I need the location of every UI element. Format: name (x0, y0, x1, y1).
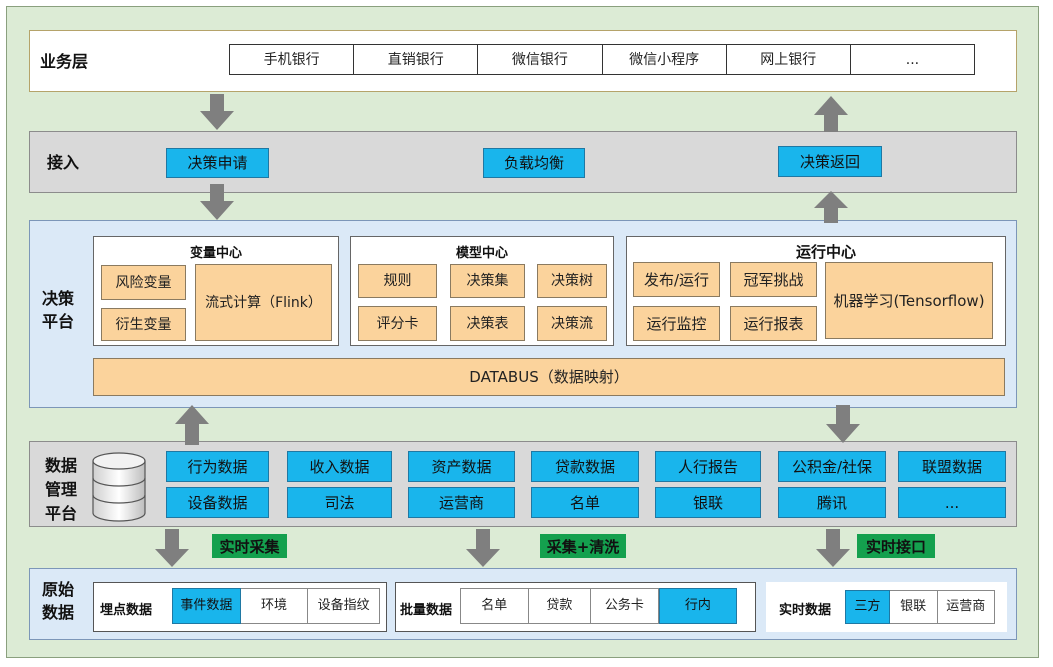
realtime-third-party: 三方 (845, 590, 890, 624)
channel-direct-bank: 直销银行 (354, 44, 479, 75)
champion-challenge: 冠军挑战 (730, 262, 817, 297)
arrow-down-icon (200, 184, 234, 220)
run-center-title: 运行中心 (795, 243, 856, 261)
tracking-environment: 环境 (240, 588, 309, 624)
model-decision-tree: 决策树 (537, 264, 607, 298)
data-alliance: 联盟数据 (898, 451, 1006, 482)
batch-list: 名单 (460, 588, 529, 624)
channel-wechat-miniprogram: 微信小程序 (602, 44, 727, 75)
data-assets: 资产数据 (408, 451, 515, 482)
data-list: 名单 (531, 487, 639, 518)
machine-learning: 机器学习(Tensorflow) (825, 262, 993, 339)
tracking-data-items: 事件数据 环境 设备指纹 (172, 588, 380, 624)
batch-data-title: 批量数据 (400, 603, 453, 618)
derived-variable: 衍生变量 (101, 308, 186, 341)
raw-data-label-1: 原始 (42, 580, 75, 599)
channel-more: ... (850, 44, 976, 75)
batch-in-bank: 行内 (658, 588, 738, 624)
channel-wechat-bank: 微信银行 (478, 44, 603, 75)
data-mgmt-label-1: 数据 (45, 456, 78, 475)
link-realtime-collect: 实时采集 (212, 534, 287, 558)
model-decision-table: 决策表 (450, 306, 525, 341)
arrow-down-icon (816, 529, 850, 567)
model-rule: 规则 (358, 264, 437, 298)
realtime-data-title: 实时数据 (779, 603, 832, 618)
batch-loan: 贷款 (528, 588, 592, 624)
channel-online-bank: 网上银行 (726, 44, 851, 75)
batch-official-card: 公务卡 (591, 588, 659, 624)
model-decision-set: 决策集 (450, 264, 525, 298)
batch-data-items: 名单 贷款 公务卡 行内 (460, 588, 738, 624)
tracking-event-data: 事件数据 (172, 588, 241, 624)
business-layer-label: 业务层 (40, 52, 89, 71)
link-collect-clean: 采集+清洗 (540, 534, 626, 558)
realtime-unionpay: 银联 (889, 590, 938, 624)
tracking-device-fingerprint: 设备指纹 (308, 588, 380, 624)
data-loan: 贷款数据 (531, 451, 639, 482)
data-more: ... (898, 487, 1006, 518)
model-center-title: 模型中心 (455, 246, 508, 261)
risk-variable: 风险变量 (101, 265, 186, 300)
arrow-down-icon (155, 529, 189, 567)
arrow-up-icon (175, 405, 209, 445)
data-pboc-report: 人行报告 (655, 451, 761, 482)
realtime-data-items: 三方 银联 运营商 (845, 590, 995, 624)
data-unionpay: 银联 (655, 487, 761, 518)
data-housing-fund: 公积金/社保 (778, 451, 886, 482)
data-judicial: 司法 (287, 487, 392, 518)
arrow-down-icon (826, 405, 860, 443)
raw-data-label-2: 数据 (42, 603, 75, 622)
model-scorecard: 评分卡 (358, 306, 437, 341)
publish-run: 发布/运行 (633, 262, 720, 297)
link-realtime-api: 实时接口 (857, 534, 935, 558)
data-tencent: 腾讯 (778, 487, 886, 518)
model-decision-flow: 决策流 (537, 306, 607, 341)
data-income: 收入数据 (287, 451, 392, 482)
data-behavior: 行为数据 (166, 451, 269, 482)
data-carrier: 运营商 (408, 487, 515, 518)
load-balance: 负载均衡 (483, 148, 585, 178)
database-icon (92, 452, 146, 522)
data-mgmt-label-2: 管理 (45, 480, 78, 499)
stream-computing: 流式计算（Flink） (195, 264, 332, 341)
data-device: 设备数据 (166, 487, 269, 518)
channel-mobile-bank: 手机银行 (229, 44, 355, 75)
run-monitor: 运行监控 (633, 306, 720, 341)
channel-row: 手机银行 直销银行 微信银行 微信小程序 网上银行 ... (229, 44, 976, 75)
decision-return: 决策返回 (778, 146, 882, 177)
arrow-down-icon (200, 94, 234, 130)
variable-center-title: 变量中心 (189, 246, 242, 261)
decision-platform-label-1: 决策 (42, 289, 75, 308)
arrow-down-icon (466, 529, 500, 567)
decision-platform-label-2: 平台 (42, 312, 75, 331)
realtime-carrier: 运营商 (937, 590, 995, 624)
databus: DATABUS（数据映射） (93, 358, 1005, 396)
tracking-data-title: 埋点数据 (100, 603, 153, 618)
access-layer-label: 接入 (47, 153, 80, 172)
run-report: 运行报表 (730, 306, 817, 341)
decision-request: 决策申请 (166, 148, 269, 178)
arrow-up-icon (814, 96, 848, 132)
data-mgmt-label-3: 平台 (45, 504, 78, 523)
arrow-up-icon (814, 191, 848, 223)
